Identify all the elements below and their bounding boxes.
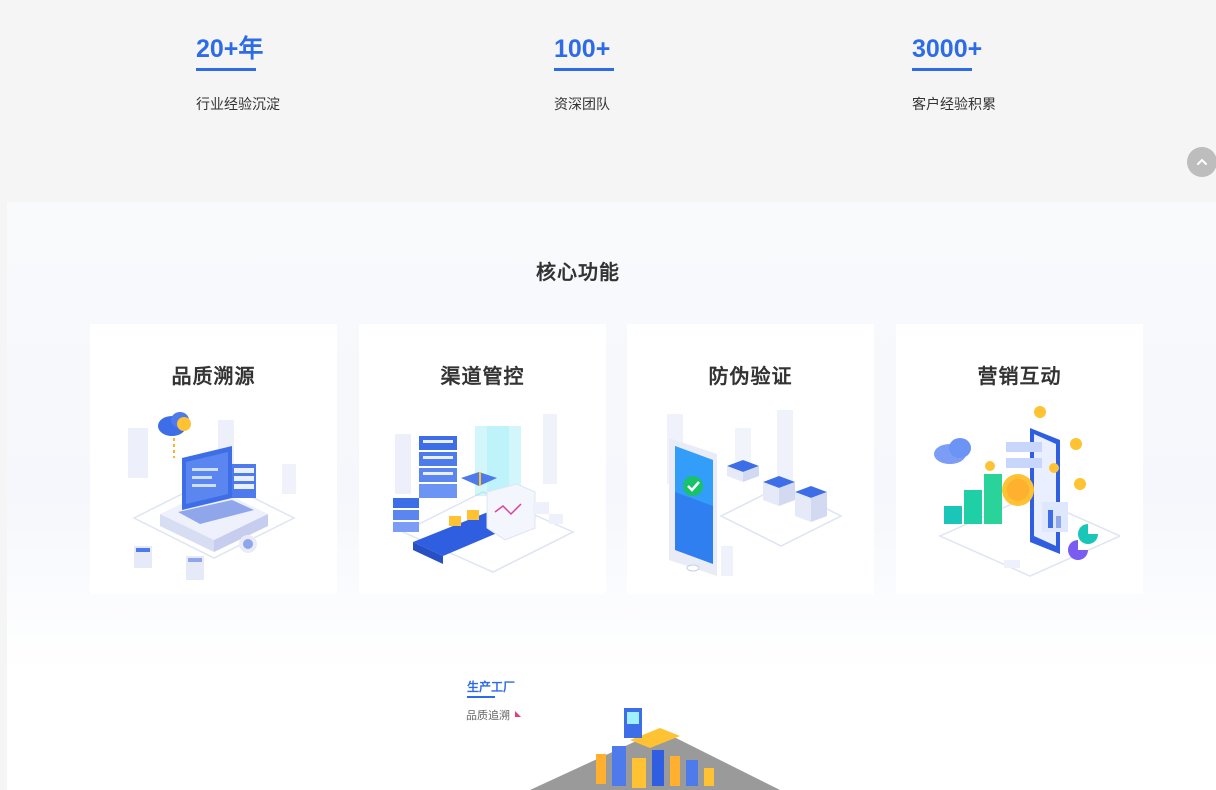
section-title: 核心功能 xyxy=(536,260,620,284)
stat-team: 100+ 资深团队 xyxy=(554,34,614,114)
card-quality-trace[interactable]: 品质溯源 xyxy=(90,324,337,594)
flow-step-underline xyxy=(467,696,495,698)
marketing-phone-illustration xyxy=(934,406,1120,577)
stat-underline xyxy=(912,68,972,71)
stat-underline xyxy=(196,68,256,71)
stat-value: 100+ xyxy=(554,35,611,63)
back-to-top-button[interactable] xyxy=(1187,147,1216,177)
stat-experience: 20+年 行业经验沉淀 xyxy=(196,34,280,114)
stat-underline xyxy=(554,68,614,71)
stat-customers: 3000+ 客户经验积累 xyxy=(912,34,996,114)
card-title: 营销互动 xyxy=(977,364,1062,388)
stat-label: 行业经验沉淀 xyxy=(196,97,280,113)
card-title: 渠道管控 xyxy=(440,364,525,388)
stat-value: 3000+ xyxy=(912,35,983,63)
flow-step-title: 生产工厂 xyxy=(467,680,516,694)
core-functions-section: 核心功能 品质溯源 xyxy=(7,202,1216,790)
stats-section: 20+年 行业经验沉淀 100+ 资深团队 3000+ 客户经验积累 xyxy=(0,0,1216,202)
triangle-marker-icon xyxy=(515,711,521,717)
flow-step-subtitle: 品质追溯 xyxy=(466,709,510,722)
factory-illustration xyxy=(530,708,780,790)
laptop-server-illustration xyxy=(128,412,296,580)
stat-label: 资深团队 xyxy=(554,97,610,113)
chevron-up-icon xyxy=(1197,158,1207,165)
card-marketing[interactable]: 营销互动 xyxy=(896,324,1143,594)
stat-value: 20+年 xyxy=(196,35,264,63)
card-channel-control[interactable]: 渠道管控 xyxy=(359,324,606,594)
phone-verify-illustration xyxy=(667,410,843,576)
card-anti-counterfeit[interactable]: 防伪验证 xyxy=(627,324,874,594)
stat-label: 客户经验积累 xyxy=(912,97,996,113)
conveyor-server-illustration xyxy=(393,414,575,573)
card-title: 防伪验证 xyxy=(708,364,793,388)
card-title: 品质溯源 xyxy=(171,364,256,388)
